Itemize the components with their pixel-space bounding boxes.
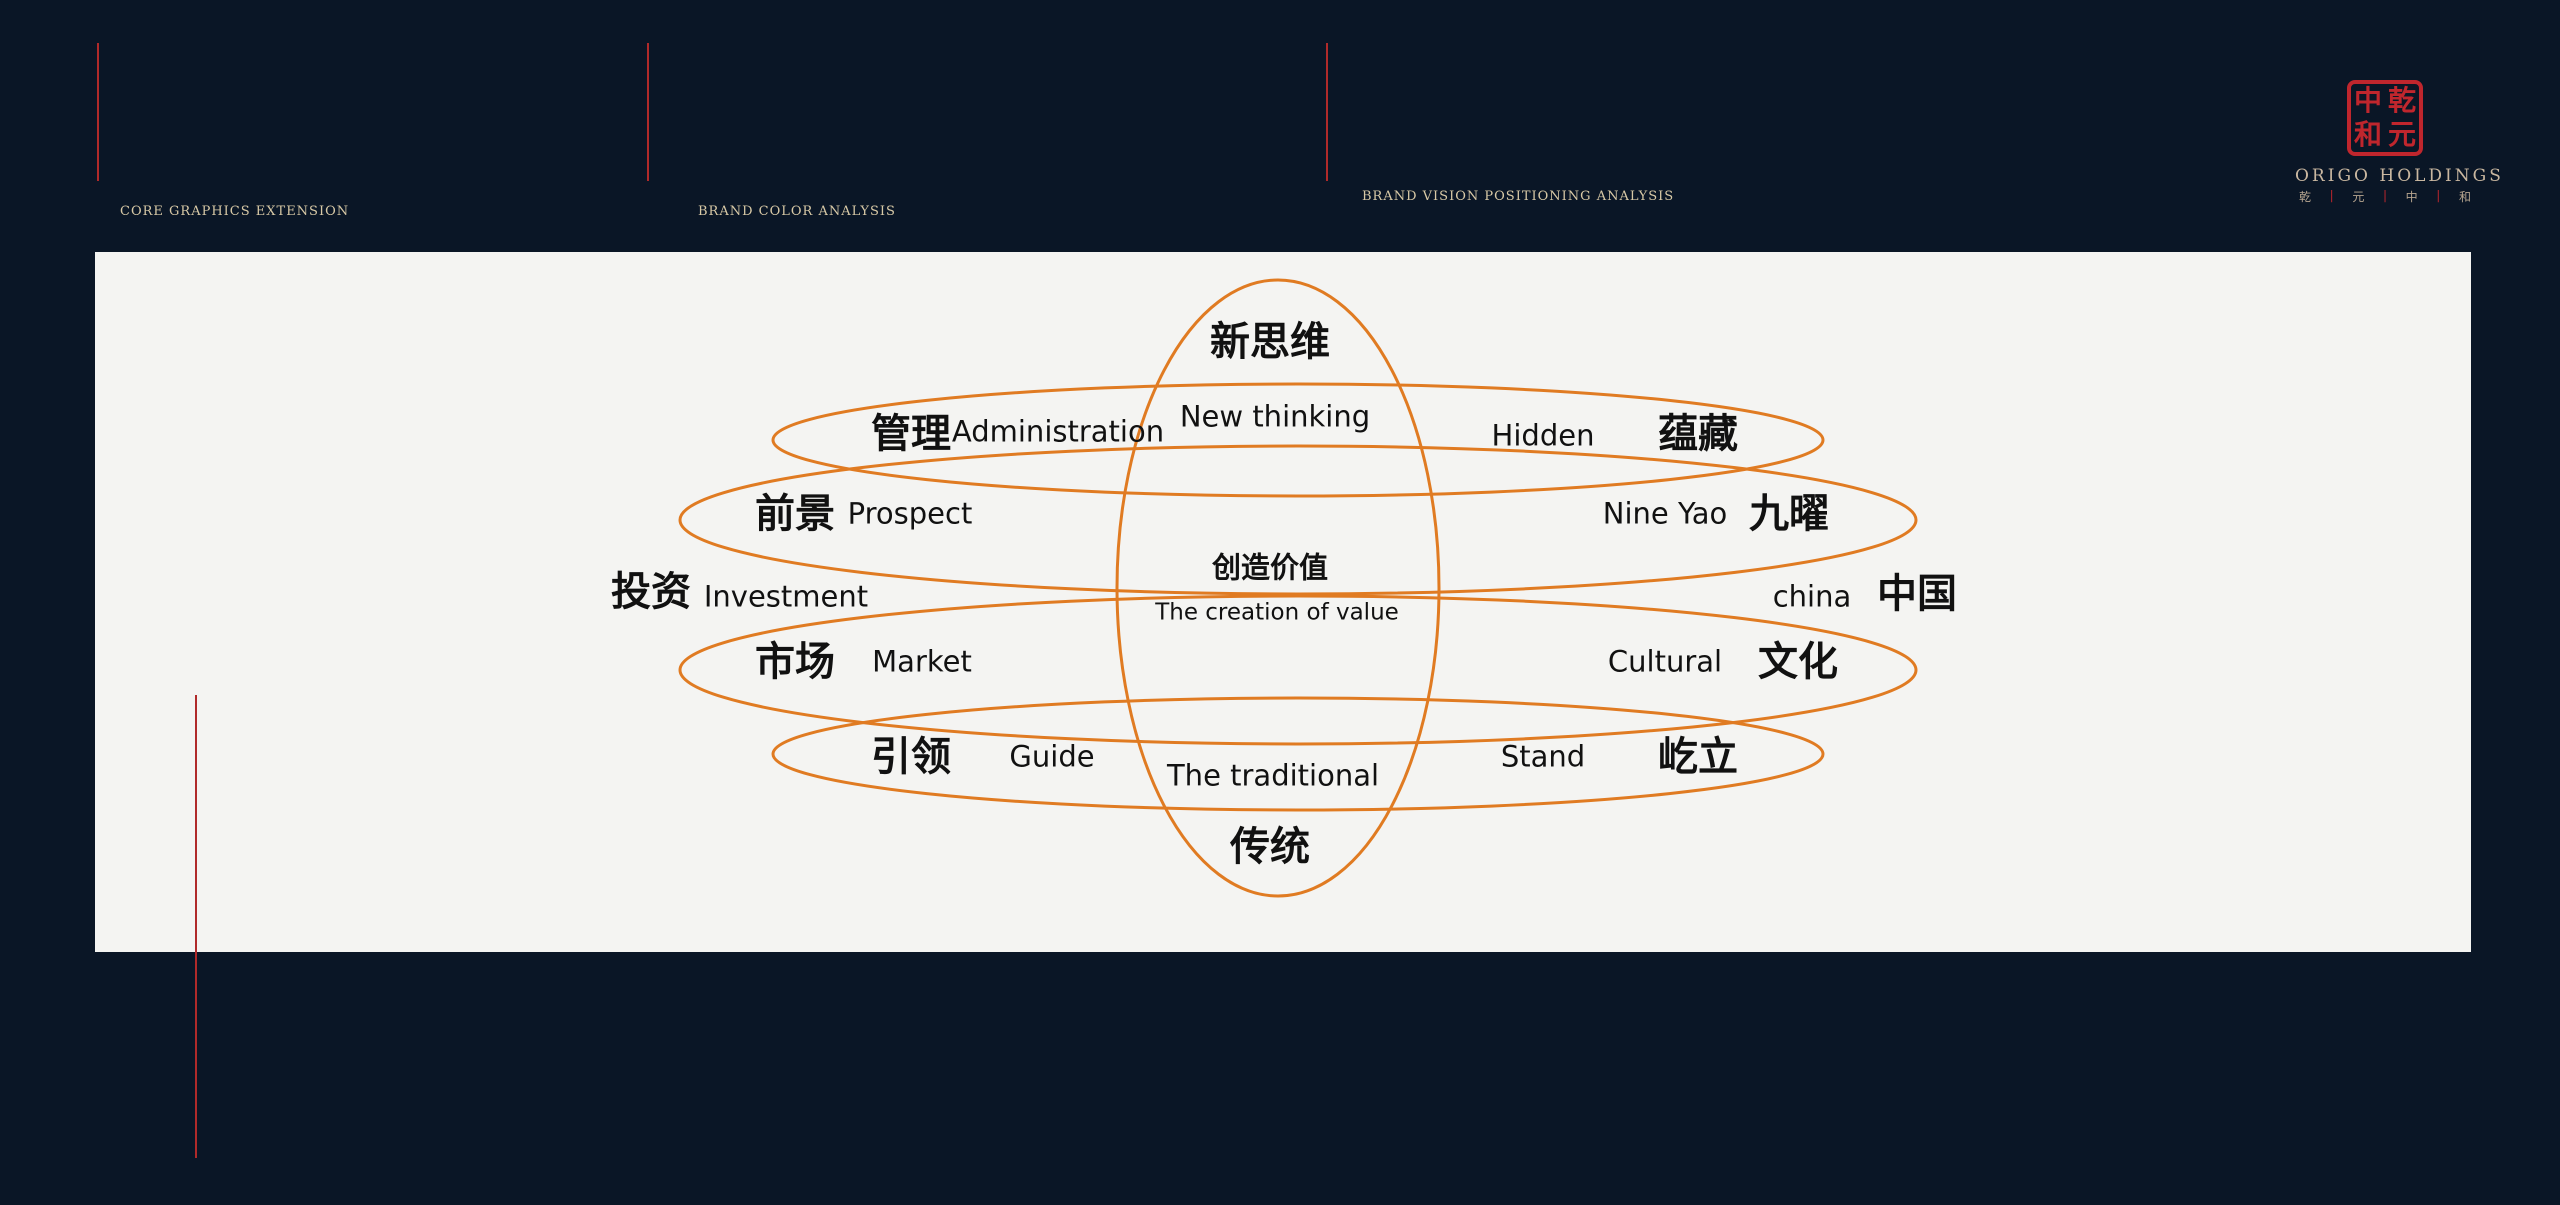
ellipse-bottom xyxy=(771,696,1825,812)
label-guide-zh: 引领 xyxy=(871,734,951,780)
ellipse-top xyxy=(771,382,1825,498)
ellipse-upper xyxy=(678,444,1918,596)
diagram-panel: 新思维 New thinking 创造价值 The creation of va… xyxy=(95,252,2471,952)
label-investment-zh: 投资 xyxy=(611,569,691,615)
label-stand-en: Stand xyxy=(1500,739,1586,774)
header-label-brand-vision: BRAND VISION POSITIONING ANALYSIS xyxy=(1362,189,1675,204)
ellipse-diagram xyxy=(678,278,1918,898)
logo-name: ORIGO HOLDINGS xyxy=(2295,166,2504,186)
ellipse-lower xyxy=(678,594,1918,746)
label-hidden-zh: 蕴藏 xyxy=(1658,411,1738,457)
header-divider-1 xyxy=(97,43,99,181)
label-new-thinking-zh: 新思维 xyxy=(1210,319,1330,365)
label-market-zh: 市场 xyxy=(755,639,835,685)
label-prospect-zh: 前景 xyxy=(755,491,835,537)
label-nine-yao-zh: 九曜 xyxy=(1749,491,1829,537)
seal-stamp: 中 乾 和 元 xyxy=(2347,80,2423,156)
label-market-en: Market xyxy=(872,644,972,679)
label-guide-en: Guide xyxy=(1009,739,1095,774)
label-nine-yao-en: Nine Yao xyxy=(1602,496,1728,531)
header-label-core-graphics: CORE GRAPHICS EXTENSION xyxy=(120,204,350,219)
accent-line xyxy=(195,695,197,1158)
ellipse-vertical xyxy=(1115,278,1441,898)
label-cultural-zh: 文化 xyxy=(1758,639,1838,685)
label-administration-zh: 管理 xyxy=(871,411,951,457)
label-new-thinking-en: New thinking xyxy=(1179,399,1371,434)
label-traditional-en: The traditional xyxy=(1166,758,1380,793)
label-creation-value-zh: 创造价值 xyxy=(1211,550,1329,585)
label-administration-en: Administration xyxy=(951,414,1165,449)
label-traditional-zh: 传统 xyxy=(1230,824,1310,870)
label-hidden-en: Hidden xyxy=(1491,418,1595,453)
brand-logo: 中 乾 和 元 ORIGO HOLDINGS 乾| 元| 中| 和 xyxy=(2295,80,2504,205)
logo-subtitle: 乾| 元| 中| 和 xyxy=(2299,188,2471,204)
header-divider-3 xyxy=(1326,43,1328,181)
header-label-brand-color: BRAND COLOR ANALYSIS xyxy=(698,204,896,219)
label-prospect-en: Prospect xyxy=(847,496,973,531)
label-stand-zh: 屹立 xyxy=(1658,734,1738,780)
label-investment-en: Investment xyxy=(703,579,869,614)
label-china-en: china xyxy=(1772,579,1852,614)
label-china-zh: 中国 xyxy=(1877,571,1957,617)
label-creation-value-en: The creation of value xyxy=(1155,599,1399,626)
label-cultural-en: Cultural xyxy=(1607,644,1723,679)
header-divider-2 xyxy=(647,43,649,181)
